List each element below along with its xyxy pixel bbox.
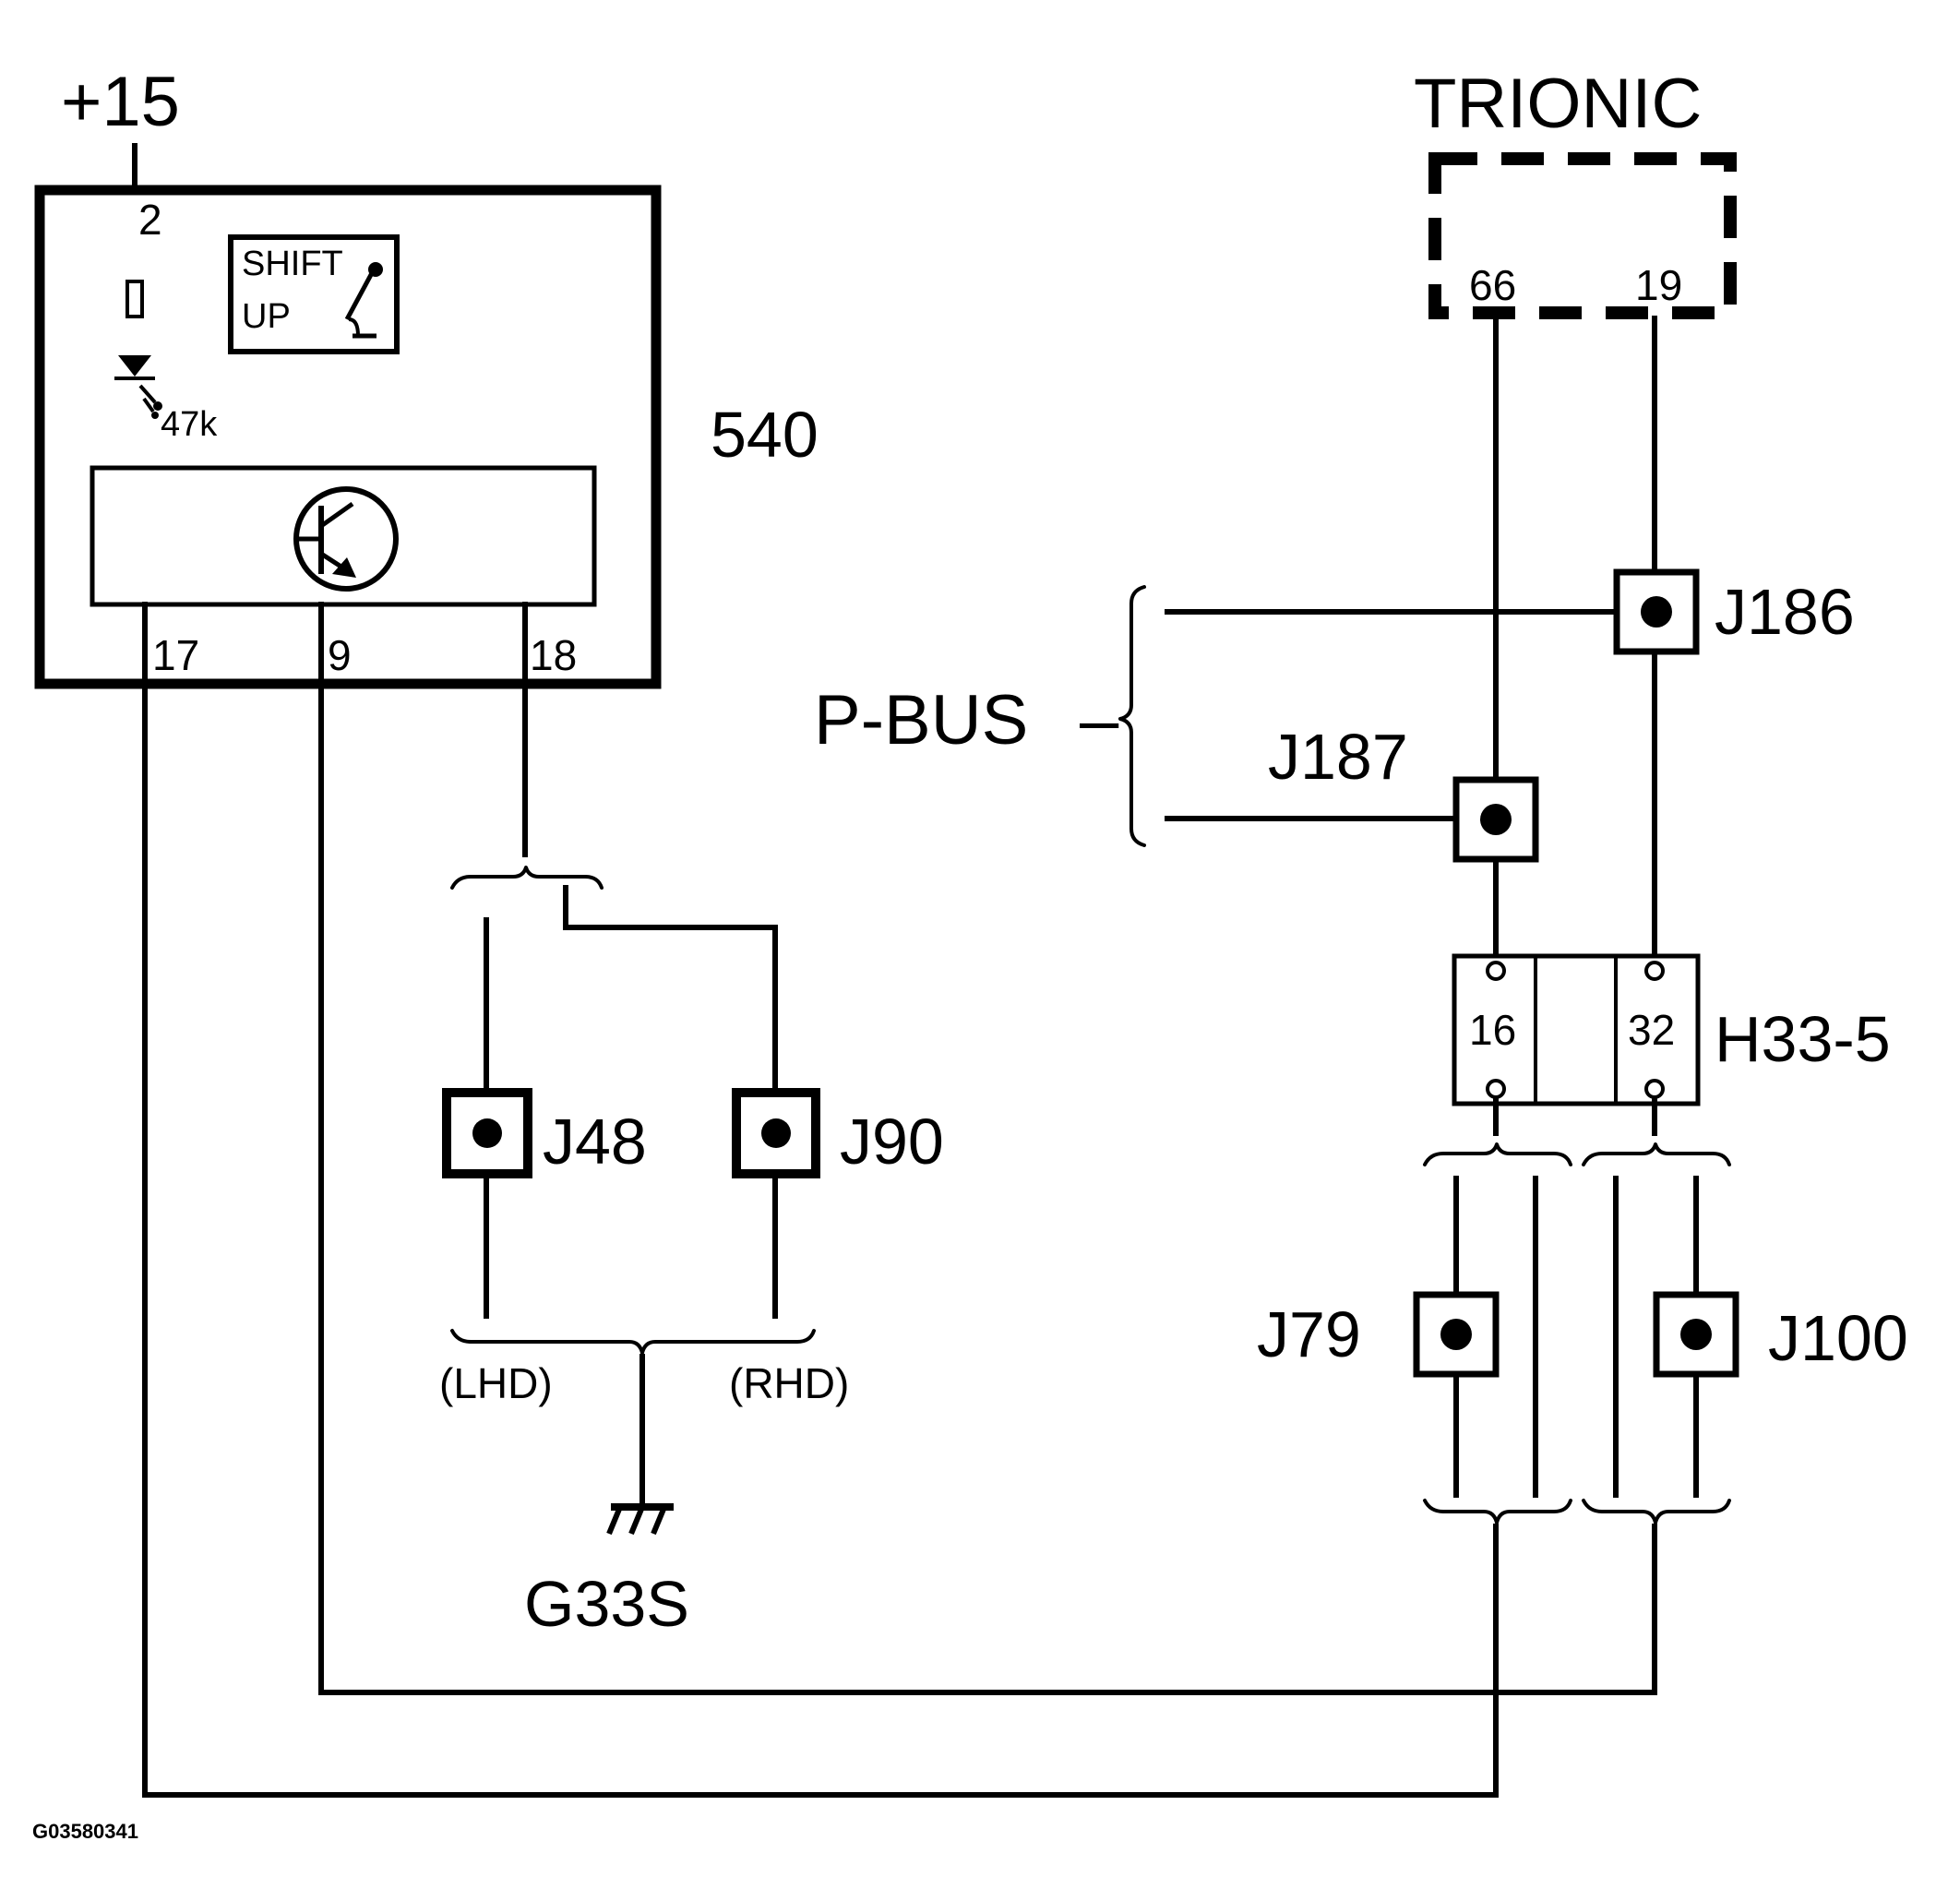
gear-lever-icon xyxy=(344,262,383,339)
ecu-pin-19-label: 19 xyxy=(1635,261,1682,309)
resistor-value-label: 47k xyxy=(161,405,218,444)
brace-pin-18-split xyxy=(450,866,604,890)
connector-j48-dot xyxy=(472,1118,502,1148)
transistor-icon xyxy=(293,486,399,592)
connector-j79-dot xyxy=(1440,1319,1472,1350)
resistor xyxy=(125,280,144,318)
connector-j100-dot xyxy=(1680,1319,1712,1350)
h33-pin-16-top xyxy=(1486,961,1506,981)
trionic-label: TRIONIC xyxy=(1414,65,1702,143)
j90-label: J90 xyxy=(840,1106,944,1178)
brace-variant-join-right xyxy=(1582,1499,1731,1524)
brace-ground-join xyxy=(450,1329,816,1355)
led-symbol xyxy=(114,355,162,419)
h33-pin-32-bottom xyxy=(1644,1079,1665,1099)
wire-pin-17-return xyxy=(142,681,1499,1798)
pin-9-label: 9 xyxy=(328,631,352,679)
figure-code: G03580341 xyxy=(32,1820,138,1843)
indicator-text-up: UP xyxy=(242,297,291,336)
connector-j90-dot xyxy=(761,1118,791,1148)
rhd-label: (RHD) xyxy=(729,1359,849,1407)
brace-h33-split-left xyxy=(1423,1142,1572,1166)
j79-label: J79 xyxy=(1257,1298,1361,1370)
j48-label: J48 xyxy=(543,1106,647,1178)
p-bus-dash: – xyxy=(1080,681,1119,759)
ecu-pin-66-label: 66 xyxy=(1469,261,1516,309)
h33-pin-16-label: 16 xyxy=(1469,1006,1516,1054)
shift-up-indicator xyxy=(228,234,400,354)
j100-label: J100 xyxy=(1768,1302,1908,1374)
ground-g33s-label: G33S xyxy=(524,1568,689,1640)
connector-j90 xyxy=(732,1088,820,1178)
pin-2-label: 2 xyxy=(138,196,162,244)
j186-label: J186 xyxy=(1715,576,1855,648)
h33-pin-16-bottom xyxy=(1486,1079,1506,1099)
indicator-text-shift: SHIFT xyxy=(242,245,343,283)
module-540-label: 540 xyxy=(711,399,819,471)
connector-j187-dot xyxy=(1480,804,1512,835)
h33-pin-32-label: 32 xyxy=(1628,1006,1675,1054)
wire-pin-9-return xyxy=(318,681,1657,1695)
lhd-label: (LHD) xyxy=(439,1359,553,1407)
p-bus-brace xyxy=(1118,585,1146,847)
h33-5-label: H33-5 xyxy=(1715,1003,1891,1075)
trionic-ecu-box xyxy=(1428,152,1737,319)
j187-label: J187 xyxy=(1268,721,1408,793)
pin-18-label: 18 xyxy=(530,631,577,679)
supply-label: +15 xyxy=(61,63,180,141)
pin-17-label: 17 xyxy=(152,631,199,679)
brace-variant-join-left xyxy=(1423,1499,1572,1524)
h33-pin-32-top xyxy=(1644,961,1665,981)
connector-j186-dot xyxy=(1641,596,1672,628)
brace-h33-split-right xyxy=(1582,1142,1731,1166)
ground-icon xyxy=(606,1503,674,1536)
p-bus-label: P-BUS xyxy=(814,681,1028,759)
